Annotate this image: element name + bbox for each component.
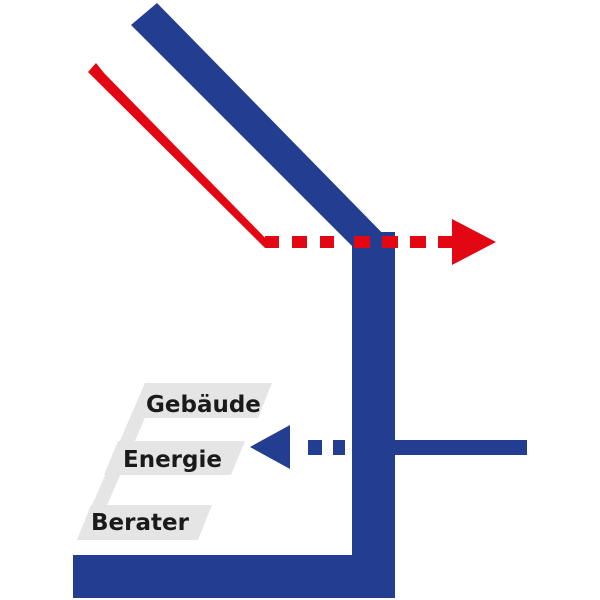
e-bar-middle bbox=[104, 441, 245, 475]
blue-horizontal-line bbox=[395, 440, 527, 455]
logo-word-gebaeude: Gebäude bbox=[146, 392, 261, 418]
e-bar-top bbox=[131, 383, 272, 418]
e-spine bbox=[77, 383, 160, 540]
arrow-left-icon bbox=[250, 425, 290, 469]
red-roof-line bbox=[88, 63, 275, 248]
blue-roof-beam bbox=[131, 3, 395, 246]
arrow-right-icon bbox=[452, 219, 496, 265]
red-dashes bbox=[265, 236, 456, 248]
blue-dashes bbox=[308, 440, 372, 455]
blue-floor bbox=[73, 555, 395, 598]
gray-e-backdrop bbox=[77, 383, 272, 540]
logo-word-berater: Berater bbox=[91, 510, 190, 536]
e-bar-bottom bbox=[77, 505, 212, 540]
logo-word-energie: Energie bbox=[123, 447, 222, 473]
blue-wall bbox=[352, 232, 395, 570]
